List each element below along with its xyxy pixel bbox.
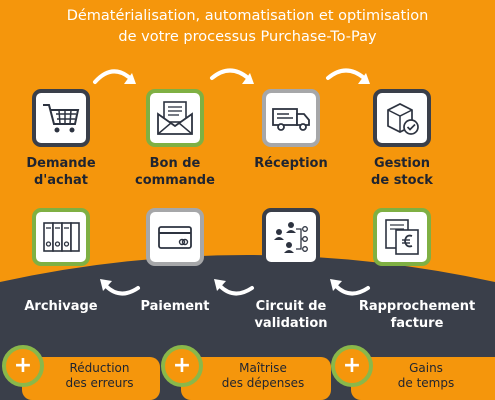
label-rapprochement-facture: Rapprochement facture bbox=[358, 299, 476, 331]
arrow-2 bbox=[210, 68, 250, 80]
org-chart-icon bbox=[274, 222, 308, 253]
label-archivage: Archivage bbox=[24, 299, 98, 314]
step-bon-commande-tile bbox=[146, 89, 204, 147]
euro-invoice-icon bbox=[385, 219, 419, 255]
top-arrows bbox=[93, 68, 366, 84]
step-reception-tile bbox=[262, 89, 320, 147]
stock-box-check-icon bbox=[387, 103, 419, 135]
benefit-pill bbox=[22, 357, 160, 400]
benefit-text: Gains de temps bbox=[397, 361, 455, 390]
step-paiement-tile bbox=[146, 208, 204, 266]
arrow-4 bbox=[104, 284, 140, 296]
top-arrowheads bbox=[124, 73, 370, 84]
bottom-arrowheads bbox=[100, 279, 342, 291]
benefit-text: Maîtrise des dépenses bbox=[221, 361, 305, 390]
step-circuit-validation-tile bbox=[262, 208, 320, 266]
arrow-6 bbox=[334, 284, 370, 296]
step-archivage-tile bbox=[32, 208, 90, 266]
headline: Dématérialisation, automatisation et opt… bbox=[0, 6, 495, 48]
label-paiement: Paiement bbox=[140, 299, 210, 314]
arrow-3 bbox=[326, 68, 366, 80]
step-rapprochement-tile bbox=[373, 208, 431, 266]
benefit-pill bbox=[181, 357, 331, 400]
benefit-maitrise-depenses: + Maîtrise des dépenses bbox=[161, 345, 331, 400]
label-bon-commande: Bon de commande bbox=[135, 156, 215, 188]
benefit-reduction-erreurs: + Réduction des erreurs bbox=[2, 345, 160, 400]
step-gestion-stock-tile bbox=[373, 89, 431, 147]
step-demande-achat-tile bbox=[32, 89, 90, 147]
benefit-text: Réduction des erreurs bbox=[65, 361, 134, 390]
shopping-cart-icon bbox=[43, 104, 80, 133]
plus-icon: + bbox=[2, 345, 44, 387]
credit-card-icon bbox=[158, 226, 192, 249]
label-reception: Réception bbox=[254, 156, 328, 171]
label-circuit-validation: Circuit de validation bbox=[254, 299, 328, 331]
arrow-5 bbox=[218, 284, 254, 296]
label-gestion-stock: Gestion de stock bbox=[371, 156, 433, 188]
binders-icon bbox=[43, 222, 80, 252]
label-demande-achat: Demande d'achat bbox=[26, 156, 96, 188]
plus-icon: + bbox=[161, 345, 203, 387]
envelope-icon bbox=[157, 101, 193, 135]
benefit-gains-temps: + Gains de temps bbox=[331, 345, 495, 400]
headline-line2: de votre processus Purchase-To-Pay bbox=[118, 29, 377, 45]
headline-line1: Dématérialisation, automatisation et opt… bbox=[66, 8, 429, 24]
delivery-truck-icon bbox=[272, 108, 310, 131]
plus-icon: + bbox=[331, 345, 373, 387]
bottom-arrows bbox=[104, 284, 370, 296]
arrow-1 bbox=[93, 69, 132, 84]
benefit-pill bbox=[351, 357, 495, 400]
